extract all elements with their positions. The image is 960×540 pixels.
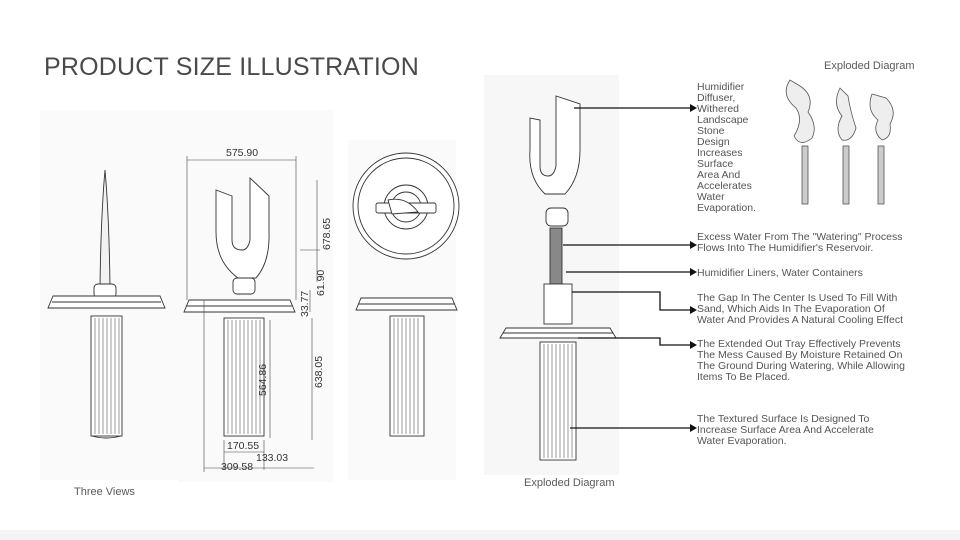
exploded-view	[499, 95, 617, 461]
dim-bottom-309: 309.58	[221, 461, 253, 473]
leader-lines	[563, 107, 690, 429]
dim-height-top: 678.65	[321, 218, 333, 250]
sketch-figures	[785, 79, 894, 205]
dim-bottom-133: 133.03	[256, 452, 288, 464]
annotation-excess-water: Excess Water From The "Watering" Process…	[697, 231, 903, 254]
bottom-band	[0, 530, 960, 540]
side-view	[47, 169, 166, 439]
page-title: PRODUCT SIZE ILLUSTRATION	[44, 53, 419, 81]
leader-arrows	[690, 104, 697, 432]
annotation-diffuser: Humidifier Diffuser, Withered Landscape …	[697, 81, 756, 214]
front-view	[183, 156, 320, 472]
dim-tray: 33.77	[299, 291, 311, 317]
caption-three-views: Three Views	[74, 486, 135, 498]
dim-total-lower: 638.05	[313, 356, 325, 388]
dim-neck: 61.90	[315, 270, 327, 296]
dim-width-top: 575.90	[226, 147, 258, 159]
dim-bottom-170: 170.55	[227, 440, 259, 452]
annotation-tray: The Extended Out Tray Effectively Preven…	[697, 338, 905, 383]
right-view	[355, 297, 458, 437]
annotation-textured: The Textured Surface Is Designed To Incr…	[697, 413, 874, 447]
caption-exploded-main: Exploded Diagram	[524, 477, 615, 489]
annotation-gap: The Gap In The Center Is Used To Fill Wi…	[697, 292, 904, 326]
caption-exploded-top: Exploded Diagram	[824, 60, 915, 72]
top-view	[352, 152, 460, 260]
annotation-liners: Humidifier Liners, Water Containers	[697, 267, 863, 279]
dim-body-height: 564.86	[257, 364, 269, 396]
